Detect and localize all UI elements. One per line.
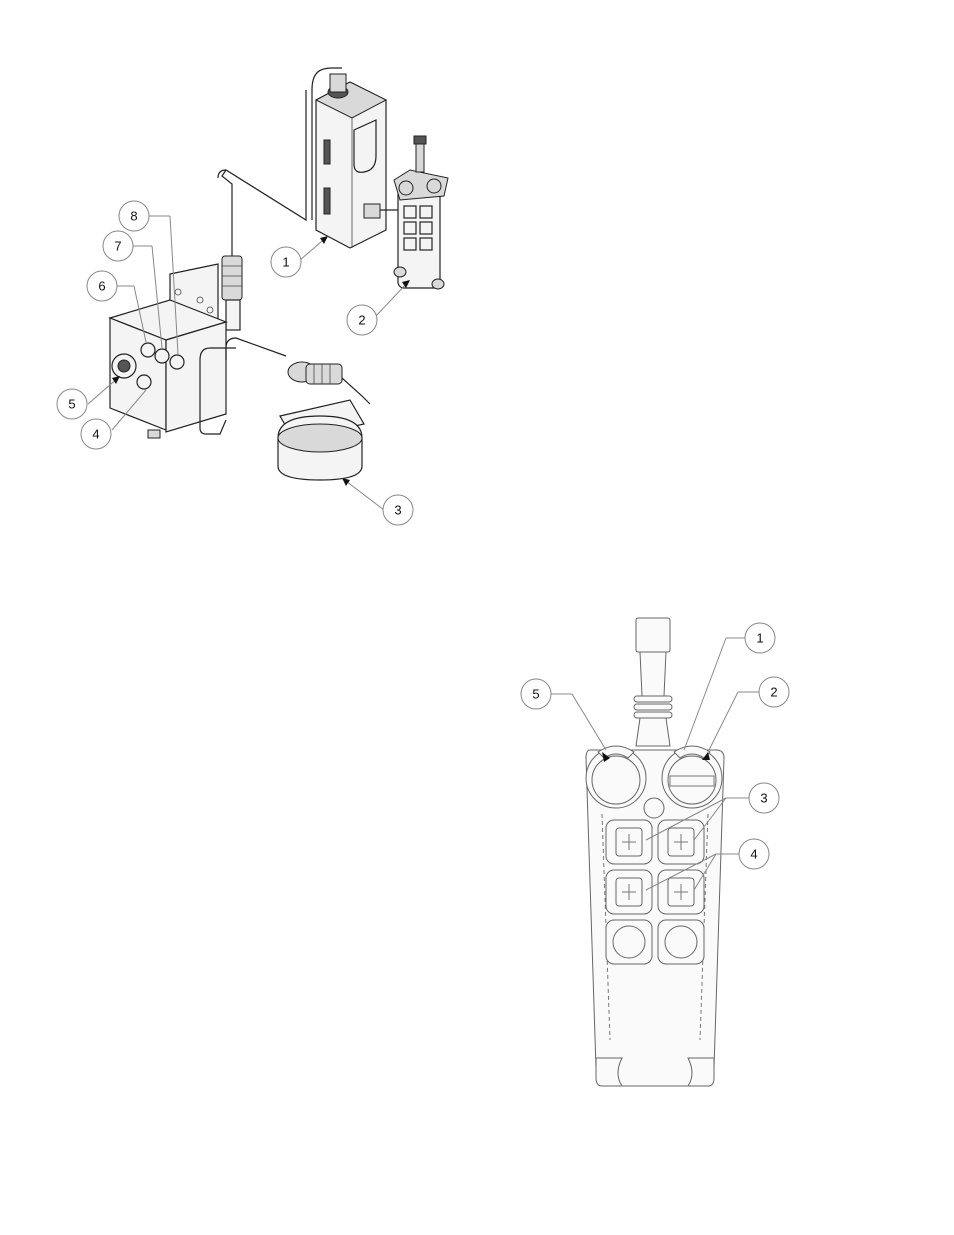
callout-3: 3 <box>342 478 413 525</box>
callout-label-1: 1 <box>756 631 763 646</box>
callout-5: 5 <box>521 679 606 750</box>
callout-label-2: 2 <box>358 313 365 328</box>
callout-2: 2 <box>347 280 410 335</box>
main-cable <box>222 90 306 262</box>
callout-2: 2 <box>708 677 789 752</box>
callout-label-1: 1 <box>282 255 289 270</box>
handheld-transmitter <box>394 136 448 289</box>
system-assembly-svg: 1 2 3 4 5 6 <box>50 60 460 530</box>
callout-1: 1 <box>271 236 328 277</box>
siren-horn <box>278 362 370 480</box>
callout-label-7: 7 <box>114 239 121 254</box>
system-assembly-diagram: 1 2 3 4 5 6 <box>50 60 460 530</box>
callout-label-4: 4 <box>750 847 757 862</box>
cable-connector <box>222 256 242 330</box>
callout-label-2: 2 <box>770 685 777 700</box>
antenna <box>634 618 672 746</box>
callout-label-3: 3 <box>760 791 767 806</box>
indicator-light <box>644 798 664 818</box>
transmitter-front-diagram: 1 2 3 4 5 <box>510 600 810 1100</box>
callout-label-5: 5 <box>532 687 539 702</box>
callout-label-5: 5 <box>68 397 75 412</box>
callout-label-6: 6 <box>98 279 105 294</box>
left-clip <box>596 1058 622 1086</box>
callout-label-4: 4 <box>92 427 99 442</box>
callout-label-3: 3 <box>394 503 401 518</box>
transmitter-front-svg: 1 2 3 4 5 <box>510 600 810 1100</box>
callout-label-8: 8 <box>130 209 137 224</box>
receiver-unit <box>316 74 400 248</box>
right-clip <box>688 1058 714 1086</box>
